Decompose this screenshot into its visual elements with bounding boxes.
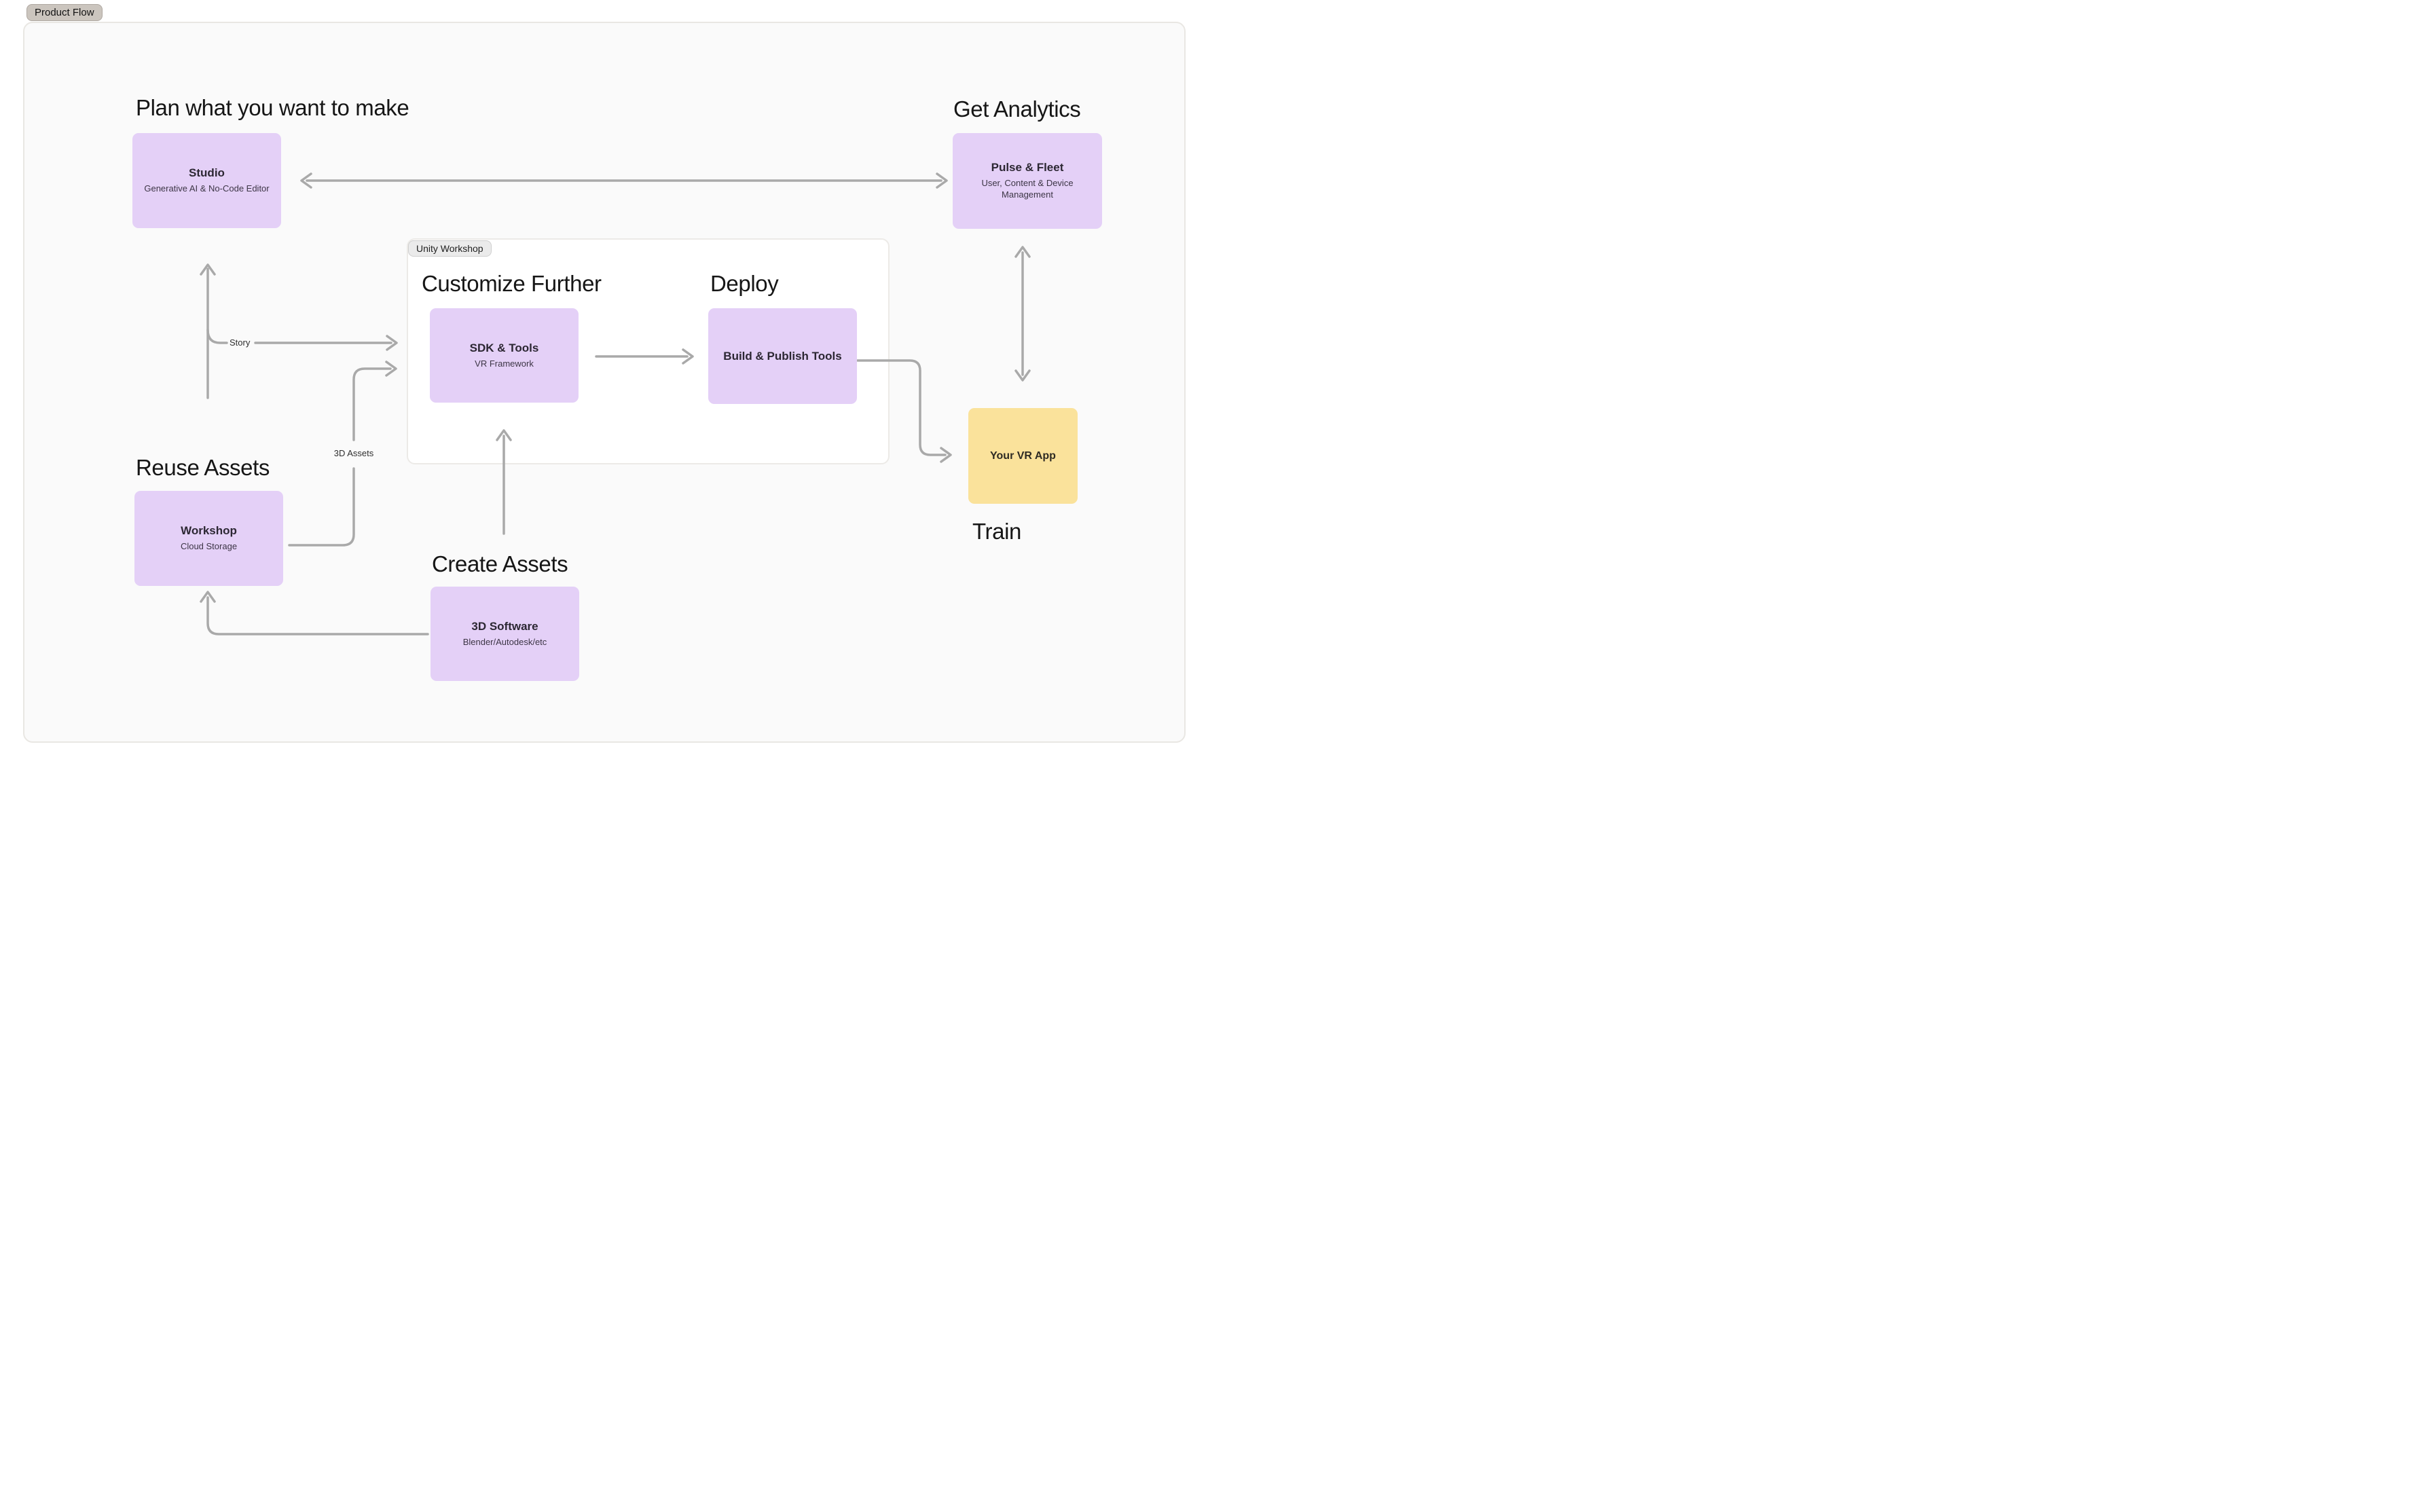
node-build-publish-title: Build & Publish Tools <box>723 349 842 363</box>
heading-reuse: Reuse Assets <box>136 455 270 480</box>
heading-create: Create Assets <box>432 551 568 576</box>
node-your-vr-app-title: Your VR App <box>990 449 1056 462</box>
node-sdk-tools-title: SDK & Tools <box>469 341 539 354</box>
node-studio-subtitle: Generative AI & No-Code Editor <box>144 183 270 194</box>
node-workshop-subtitle: Cloud Storage <box>180 541 238 552</box>
node-workshop[interactable]: Workshop Cloud Storage <box>134 491 283 586</box>
heading-analytics: Get Analytics <box>953 96 1081 122</box>
edge-label-3d-assets: 3D Assets <box>333 448 374 458</box>
heading-customize: Customize Further <box>422 271 602 296</box>
node-build-publish[interactable]: Build & Publish Tools <box>708 308 857 404</box>
heading-plan: Plan what you want to make <box>136 95 409 120</box>
node-3d-software-title: 3D Software <box>471 619 538 633</box>
node-sdk-tools[interactable]: SDK & Tools VR Framework <box>430 308 579 403</box>
node-workshop-title: Workshop <box>181 524 237 538</box>
edge-label-story: Story <box>230 337 251 348</box>
node-pulse-fleet-subtitle: User, Content & Device Management <box>981 178 1074 200</box>
product-flow-badge: Product Flow <box>26 4 103 21</box>
node-studio[interactable]: Studio Generative AI & No-Code Editor <box>132 133 281 228</box>
heading-deploy: Deploy <box>710 271 779 296</box>
node-3d-software-subtitle: Blender/Autodesk/etc <box>462 636 547 647</box>
node-3d-software[interactable]: 3D Software Blender/Autodesk/etc <box>431 587 579 681</box>
heading-train: Train <box>972 519 1021 544</box>
unity-workshop-badge: Unity Workshop <box>408 240 492 257</box>
node-pulse-fleet[interactable]: Pulse & Fleet User, Content & Device Man… <box>953 133 1102 229</box>
node-pulse-fleet-title: Pulse & Fleet <box>991 161 1064 174</box>
node-sdk-tools-subtitle: VR Framework <box>475 358 534 369</box>
node-studio-title: Studio <box>189 166 225 180</box>
node-your-vr-app[interactable]: Your VR App <box>968 408 1078 504</box>
